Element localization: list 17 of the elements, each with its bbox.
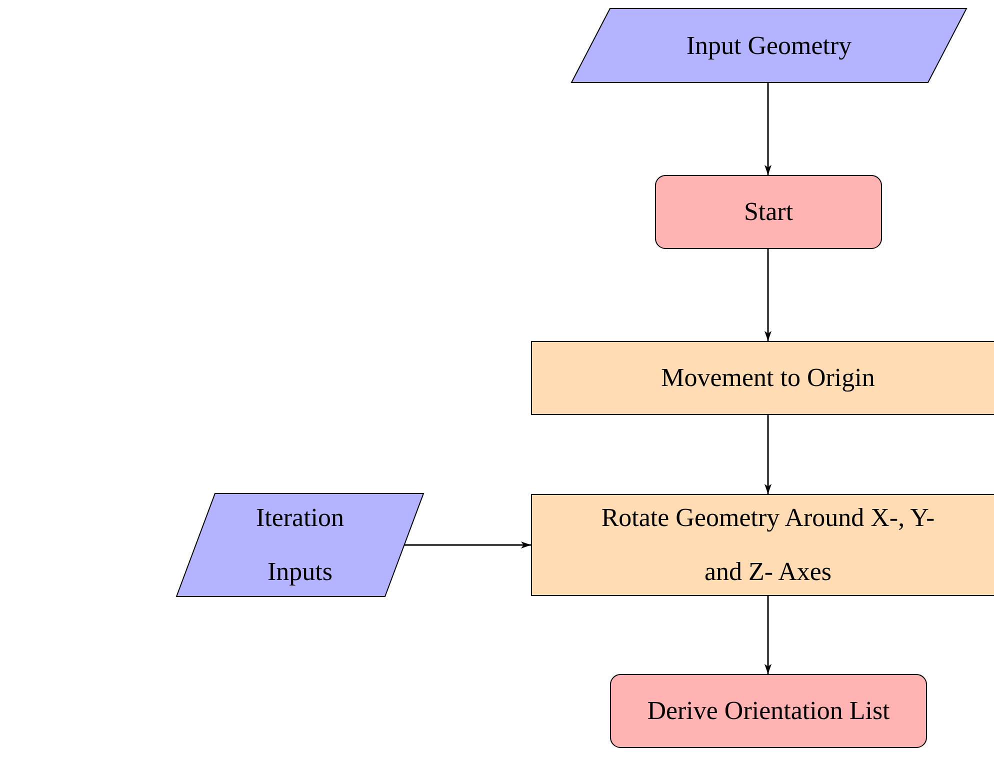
terminal-box xyxy=(655,175,882,249)
node-label: Movement to Origin xyxy=(661,362,875,394)
terminal-box xyxy=(610,674,927,748)
node-label: Rotate Geometry Around X-, Y- and Z- Axes xyxy=(600,502,936,588)
input-parallelogram xyxy=(571,8,967,83)
process-box xyxy=(531,494,994,596)
arrow xyxy=(764,83,772,175)
node-label: Iteration Inputs xyxy=(254,502,346,588)
arrow xyxy=(764,596,772,674)
arrow xyxy=(404,542,531,548)
node-label: Derive Orientation List xyxy=(647,695,890,727)
process-box xyxy=(531,341,994,415)
node-label: Input Geometry xyxy=(686,30,852,62)
arrow xyxy=(764,415,772,494)
input-parallelogram xyxy=(176,493,424,597)
arrow xyxy=(764,249,772,341)
node-label: Start xyxy=(744,196,794,228)
